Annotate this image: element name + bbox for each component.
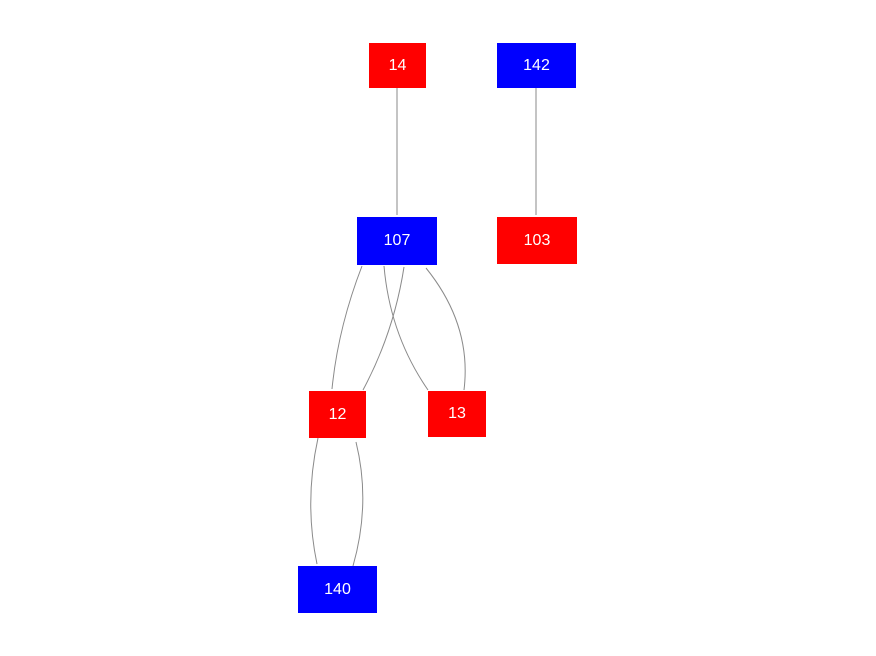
edge-13-to-107	[425, 267, 466, 391]
graph-node-12[interactable]: 12	[309, 391, 366, 438]
edge-140-to-12	[352, 441, 364, 567]
node-label: 14	[388, 56, 407, 74]
graph-node-107[interactable]: 107	[357, 217, 437, 265]
graph-node-13[interactable]: 13	[428, 391, 486, 437]
node-label: 13	[448, 405, 466, 422]
node-label: 12	[328, 405, 347, 423]
node-label: 140	[324, 580, 351, 598]
node-label: 142	[523, 56, 550, 74]
graph-node-140[interactable]: 140	[298, 566, 377, 613]
graph-node-103[interactable]: 103	[497, 217, 577, 264]
edge-107-to-13	[383, 265, 429, 391]
graph-node-14[interactable]: 14	[369, 43, 426, 88]
node-label: 103	[523, 231, 551, 249]
edge-12-to-107	[362, 266, 405, 391]
edge-107-to-12	[331, 265, 363, 390]
node-label: 107	[383, 232, 411, 249]
graph-node-142[interactable]: 142	[497, 43, 576, 88]
edge-12-to-140	[310, 437, 319, 565]
